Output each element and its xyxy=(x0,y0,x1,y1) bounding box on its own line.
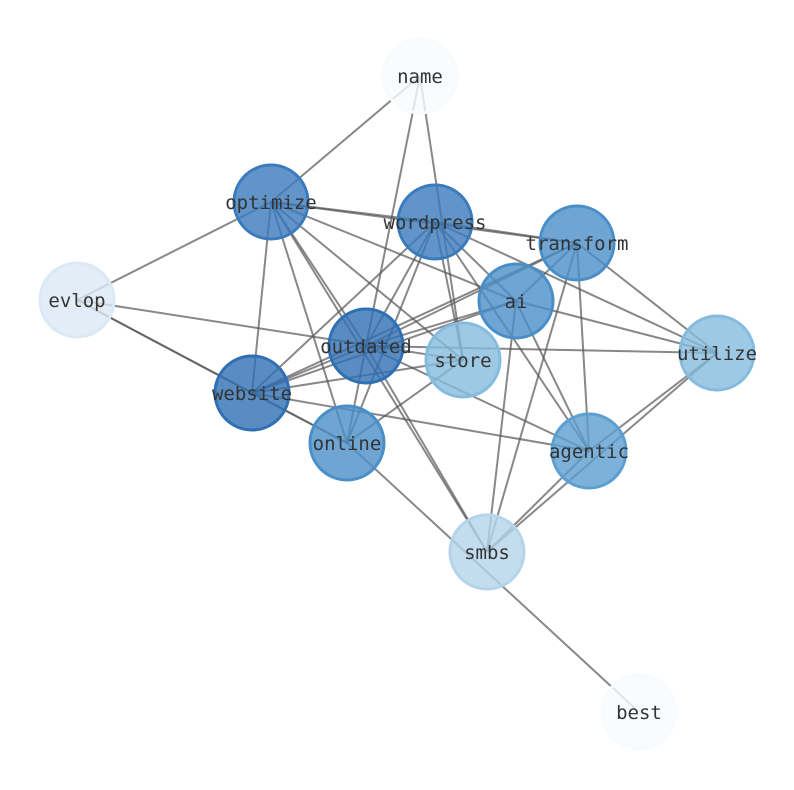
node-transform[interactable]: transform xyxy=(526,204,629,282)
edge-wordpress-utilize xyxy=(434,221,718,354)
node-name[interactable]: name xyxy=(381,37,459,115)
node-label: ai xyxy=(505,291,528,313)
node-label: outdated xyxy=(320,336,412,358)
node-circle xyxy=(327,307,405,385)
edge-website-agentic xyxy=(251,392,590,452)
edge-transform-smbs xyxy=(486,242,578,553)
node-best[interactable]: best xyxy=(600,673,678,751)
node-circle xyxy=(232,163,310,241)
edge-wordpress-website xyxy=(251,221,436,394)
node-label: best xyxy=(616,702,662,724)
node-label: online xyxy=(313,433,382,455)
node-circle xyxy=(448,513,526,591)
node-label: evlop xyxy=(48,290,105,312)
node-circle xyxy=(213,354,291,432)
node-store[interactable]: store xyxy=(424,321,502,399)
node-circle xyxy=(538,204,616,282)
node-agentic[interactable]: agentic xyxy=(549,412,629,490)
edge-optimize-store xyxy=(270,201,464,361)
edge-name-outdated xyxy=(365,75,421,347)
edge-optimize-online xyxy=(270,201,348,444)
nodes: name optimize wordpress transform evlop ai out… xyxy=(38,37,757,751)
node-label: name xyxy=(397,66,443,88)
node-smbs[interactable]: smbs xyxy=(448,513,526,591)
node-website[interactable]: website xyxy=(212,354,292,432)
node-label: utilize xyxy=(677,343,757,365)
node-circle xyxy=(38,261,116,339)
node-label: wordpress xyxy=(384,212,487,234)
node-outdated[interactable]: outdated xyxy=(320,307,412,385)
edge-optimize-ai xyxy=(270,201,517,302)
node-circle xyxy=(600,673,678,751)
node-optimize[interactable]: optimize xyxy=(225,163,317,241)
node-circle xyxy=(477,262,555,340)
node-circle xyxy=(424,321,502,399)
edges xyxy=(76,75,718,713)
node-utilize[interactable]: utilize xyxy=(677,314,757,392)
node-evlop[interactable]: evlop xyxy=(38,261,116,339)
edge-outdated-smbs xyxy=(365,345,488,553)
edge-ai-smbs xyxy=(486,300,517,553)
node-label: website xyxy=(212,383,292,405)
node-circle xyxy=(396,183,474,261)
node-circle xyxy=(678,314,756,392)
node-circle xyxy=(550,412,628,490)
node-ai[interactable]: ai xyxy=(477,262,555,340)
node-label: optimize xyxy=(225,192,317,214)
edge-outdated-utilize xyxy=(365,345,718,354)
edge-outdated-agentic xyxy=(365,345,590,452)
node-label: agentic xyxy=(549,441,629,463)
node-label: store xyxy=(434,350,491,372)
node-circle xyxy=(308,404,386,482)
node-wordpress[interactable]: wordpress xyxy=(384,183,487,261)
node-label: smbs xyxy=(464,542,510,564)
node-circle xyxy=(381,37,459,115)
node-online[interactable]: online xyxy=(308,404,386,482)
node-label: transform xyxy=(526,233,629,255)
